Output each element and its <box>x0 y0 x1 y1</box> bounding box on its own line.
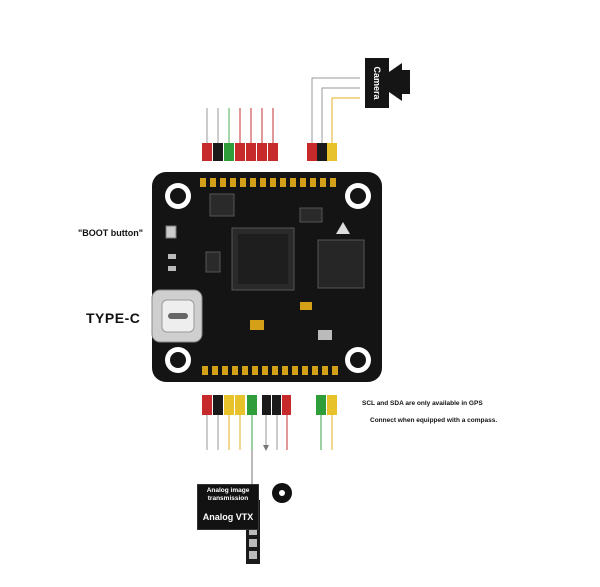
arrow-icon <box>336 222 350 234</box>
scl-sda-note: SCL and SDA are only available in GPS <box>362 400 483 407</box>
bottom-solder-pads <box>202 366 338 375</box>
bottom-left-connector <box>202 395 291 415</box>
flight-controller-board <box>151 172 382 382</box>
compass-note: Connect when equipped with a compass. <box>370 417 498 424</box>
camera-box: Camera <box>365 58 389 108</box>
gps-connector <box>316 395 337 415</box>
bottom-wires <box>206 415 333 489</box>
type-c-label: TYPE-C <box>86 310 141 326</box>
top-left-connector <box>202 143 278 161</box>
vtx-box: Analog image transmission Analog VTX <box>197 484 259 530</box>
boot-button-label: "BOOT button" <box>78 228 144 238</box>
top-solder-pads <box>200 178 336 187</box>
top-wires <box>206 108 274 143</box>
vtx-label: Analog VTX <box>202 512 254 522</box>
vtx-title: Analog image transmission <box>206 487 250 502</box>
camera-label: Camera <box>372 66 382 100</box>
camera-connector <box>307 77 360 161</box>
speaker-icon <box>389 63 402 101</box>
